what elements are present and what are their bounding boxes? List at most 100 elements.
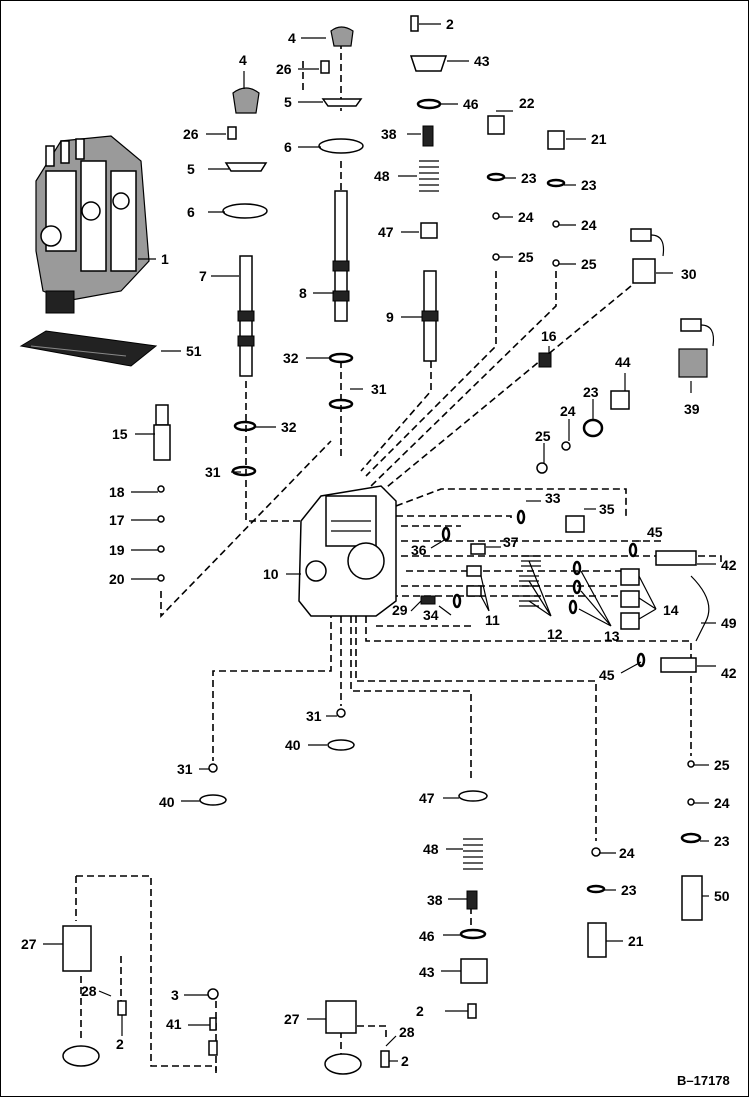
callout-6[interactable]: 6 (187, 204, 195, 220)
callout-25[interactable]: 25 (535, 428, 551, 444)
callout-23[interactable]: 23 (714, 833, 730, 849)
callout-38[interactable]: 38 (427, 892, 443, 908)
callout-43[interactable]: 43 (419, 964, 435, 980)
callout-40[interactable]: 40 (159, 794, 175, 810)
callout-44[interactable]: 44 (615, 354, 631, 370)
callout-4[interactable]: 4 (239, 52, 247, 68)
callout-1[interactable]: 1 (161, 251, 169, 267)
callout-45[interactable]: 45 (647, 524, 663, 540)
tee-fittings-tube-illustration (655, 550, 710, 673)
callout-45[interactable]: 45 (599, 667, 615, 683)
callout-21[interactable]: 21 (591, 131, 607, 147)
callout-32[interactable]: 32 (281, 419, 297, 435)
callout-47[interactable]: 47 (378, 224, 394, 240)
callout-50[interactable]: 50 (714, 888, 730, 904)
callout-29[interactable]: 29 (392, 602, 408, 618)
cartridge-fitting-group-illustration (536, 352, 630, 474)
callout-37[interactable]: 37 (503, 534, 519, 550)
callout-3[interactable]: 3 (171, 987, 179, 1003)
callout-20[interactable]: 20 (109, 571, 125, 587)
callout-35[interactable]: 35 (599, 501, 615, 517)
callout-14[interactable]: 14 (663, 602, 679, 618)
callout-51[interactable]: 51 (186, 343, 202, 359)
callout-13[interactable]: 13 (604, 628, 620, 644)
callout-23[interactable]: 23 (621, 882, 637, 898)
callout-11[interactable]: 11 (485, 612, 500, 628)
callout-18[interactable]: 18 (109, 484, 125, 500)
lower-parts-illustration (62, 708, 703, 1075)
side-ports-parts-illustration (420, 509, 646, 668)
callout-26[interactable]: 26 (183, 126, 199, 142)
callout-16[interactable]: 16 (541, 328, 557, 344)
callout-23[interactable]: 23 (521, 170, 537, 186)
callout-24[interactable]: 24 (619, 845, 635, 861)
callout-41[interactable]: 41 (166, 1016, 182, 1032)
spool-stack-right-illustration (409, 15, 448, 362)
callout-2[interactable]: 2 (401, 1053, 409, 1069)
callout-31[interactable]: 31 (177, 761, 193, 777)
callout-2[interactable]: 2 (446, 16, 454, 32)
relief-valve-illustration (153, 404, 171, 582)
callout-21[interactable]: 21 (628, 933, 644, 949)
callout-15[interactable]: 15 (112, 426, 128, 442)
valve-body-illustration (298, 485, 397, 617)
callout-31[interactable]: 31 (371, 381, 387, 397)
callout-38[interactable]: 38 (381, 126, 397, 142)
callout-25[interactable]: 25 (581, 256, 597, 272)
callout-22[interactable]: 22 (519, 95, 535, 111)
callout-17[interactable]: 17 (109, 512, 125, 528)
drawing-reference-number: B–17178 (677, 1073, 730, 1088)
callout-23[interactable]: 23 (583, 384, 599, 400)
callout-2[interactable]: 2 (116, 1036, 124, 1052)
callout-28[interactable]: 28 (399, 1024, 415, 1040)
callout-42[interactable]: 42 (721, 557, 737, 573)
callout-28[interactable]: 28 (81, 983, 97, 999)
callout-9[interactable]: 9 (386, 309, 394, 325)
callout-12[interactable]: 12 (547, 626, 563, 642)
callout-47[interactable]: 47 (419, 790, 435, 806)
spool-stack-left-illustration (222, 87, 268, 477)
callout-10[interactable]: 10 (263, 566, 279, 582)
callout-42[interactable]: 42 (721, 665, 737, 681)
seal-kit-illustration (19, 330, 158, 367)
callout-4[interactable]: 4 (288, 30, 296, 46)
callout-19[interactable]: 19 (109, 542, 125, 558)
callout-numbers: 1 2 2 2 2 3 4 4 5 5 6 6 7 8 9 10 11 12 1… (21, 16, 737, 1088)
callout-31[interactable]: 31 (306, 708, 322, 724)
callout-26[interactable]: 26 (276, 61, 292, 77)
callout-2[interactable]: 2 (416, 1003, 424, 1019)
callout-36[interactable]: 36 (411, 542, 427, 558)
callout-23[interactable]: 23 (581, 177, 597, 193)
callout-8[interactable]: 8 (299, 285, 307, 301)
plug-fittings-top-illustration (486, 115, 566, 267)
callout-46[interactable]: 46 (463, 96, 479, 112)
callout-24[interactable]: 24 (714, 795, 730, 811)
callout-27[interactable]: 27 (21, 936, 37, 952)
callout-40[interactable]: 40 (285, 737, 301, 753)
callout-48[interactable]: 48 (423, 841, 439, 857)
callout-5[interactable]: 5 (187, 161, 195, 177)
callout-39[interactable]: 39 (684, 401, 700, 417)
callout-46[interactable]: 46 (419, 928, 435, 944)
callout-33[interactable]: 33 (545, 490, 561, 506)
callout-31[interactable]: 31 (205, 464, 221, 480)
callout-25[interactable]: 25 (518, 249, 534, 265)
callout-24[interactable]: 24 (560, 403, 576, 419)
callout-24[interactable]: 24 (518, 209, 534, 225)
callout-27[interactable]: 27 (284, 1011, 300, 1027)
callout-43[interactable]: 43 (474, 53, 490, 69)
callout-34[interactable]: 34 (423, 607, 439, 623)
callout-30[interactable]: 30 (681, 266, 697, 282)
callout-6[interactable]: 6 (284, 139, 292, 155)
callout-5[interactable]: 5 (284, 94, 292, 110)
callout-24[interactable]: 24 (581, 217, 597, 233)
assembly-guide-lines (75, 31, 722, 1076)
callout-25[interactable]: 25 (714, 757, 730, 773)
callout-49[interactable]: 49 (721, 615, 737, 631)
control-valve-assembly-illustration (35, 135, 150, 314)
callout-32[interactable]: 32 (283, 350, 299, 366)
callout-48[interactable]: 48 (374, 168, 390, 184)
callout-7[interactable]: 7 (199, 268, 207, 284)
